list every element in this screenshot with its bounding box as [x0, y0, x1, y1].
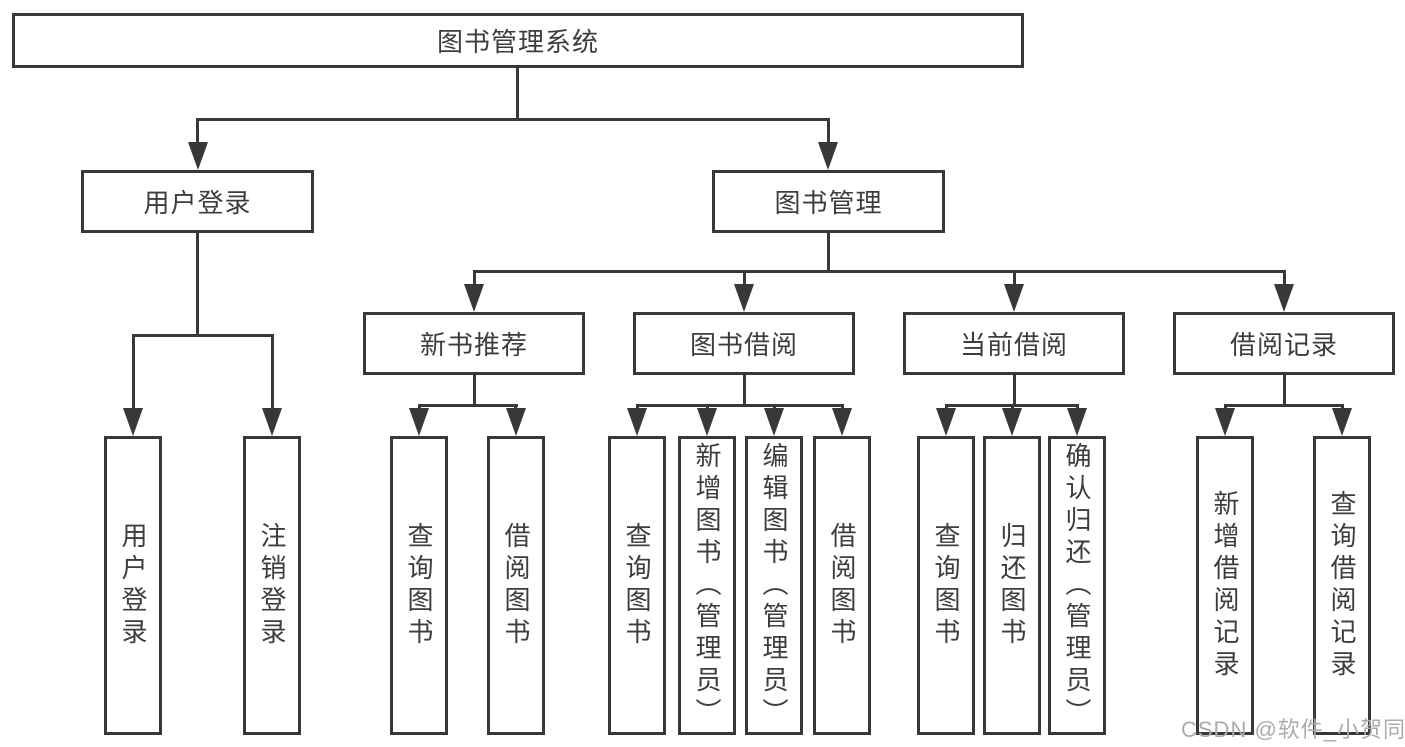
leaf-label: 编辑图书（管理员） — [759, 441, 789, 730]
arrow-down-icon — [506, 408, 526, 436]
edge-user-login-stem — [196, 233, 199, 337]
edge-current-stem — [1013, 375, 1016, 407]
arrow-down-icon — [1067, 408, 1087, 436]
leaf-add-borrow-record: 新增借阅记录 — [1196, 436, 1254, 735]
node-label: 用户登录 — [143, 188, 252, 218]
leaf-label: 注销登录 — [257, 521, 287, 650]
edge-level2-bus — [196, 118, 830, 121]
leaf-label: 借阅图书 — [827, 521, 857, 650]
edge-drop-new-book — [473, 270, 476, 286]
node-label: 图书管理系统 — [436, 27, 599, 57]
edge-drop-leaf — [271, 334, 274, 412]
arrow-down-icon — [1332, 408, 1352, 436]
edge-newrec-bus — [418, 404, 518, 407]
edge-drop-borrow-records — [1283, 270, 1286, 286]
edge-borrow-bus — [636, 404, 844, 407]
arrow-down-icon — [1002, 408, 1022, 436]
edge-newrec-stem — [473, 375, 476, 407]
leaf-add-book-admin: 新增图书（管理员） — [678, 436, 736, 735]
leaf-label: 查询图书 — [622, 521, 652, 650]
edge-records-stem — [1283, 375, 1286, 407]
node-book-borrowing: 图书借阅 — [633, 312, 855, 375]
leaf-confirm-return-admin: 确认归还（管理员） — [1048, 436, 1106, 735]
edge-user-login-bus — [132, 334, 274, 337]
node-label: 借阅记录 — [1229, 330, 1338, 360]
arrow-down-icon — [1274, 284, 1294, 312]
leaf-label: 用户登录 — [118, 521, 148, 650]
node-user-login: 用户登录 — [81, 170, 314, 233]
leaf-label: 查询图书 — [404, 521, 434, 650]
edge-book-management-stem — [827, 233, 830, 273]
node-label: 图书借阅 — [689, 330, 798, 360]
arrow-down-icon — [409, 408, 429, 436]
node-label: 当前借阅 — [959, 330, 1068, 360]
arrow-down-icon — [188, 142, 208, 170]
edge-borrow-stem — [743, 375, 746, 407]
node-book-management: 图书管理 — [712, 170, 945, 233]
arrow-down-icon — [818, 142, 838, 170]
leaf-query-books-borrow: 查询图书 — [608, 436, 666, 735]
node-current-borrowing: 当前借阅 — [903, 312, 1125, 375]
leaf-logout: 注销登录 — [243, 436, 301, 735]
arrow-down-icon — [262, 408, 282, 436]
arrow-down-icon — [627, 408, 647, 436]
arrow-down-icon — [832, 408, 852, 436]
node-borrowing-records: 借阅记录 — [1173, 312, 1395, 375]
leaf-query-borrow-record: 查询借阅记录 — [1313, 436, 1371, 735]
node-book-management-system: 图书管理系统 — [12, 13, 1024, 68]
arrow-down-icon — [464, 284, 484, 312]
arrow-down-icon — [1004, 284, 1024, 312]
leaf-label: 归还图书 — [997, 521, 1027, 650]
arrow-down-icon — [764, 408, 784, 436]
node-new-book-recommend: 新书推荐 — [363, 312, 585, 375]
arrow-down-icon — [1215, 408, 1235, 436]
edge-root-stem — [516, 66, 519, 121]
watermark: CSDN @软件_小贺同学 — [1181, 717, 1405, 742]
leaf-label: 新增图书（管理员） — [692, 441, 722, 730]
edge-drop-current-borrow — [1013, 270, 1016, 286]
edge-drop-user-login — [196, 118, 199, 144]
leaf-query-books-newrec: 查询图书 — [390, 436, 448, 735]
leaf-edit-book-admin: 编辑图书（管理员） — [745, 436, 803, 735]
edge-drop-book-management — [827, 118, 830, 144]
leaf-borrow-books-borrow: 借阅图书 — [813, 436, 871, 735]
leaf-label: 借阅图书 — [501, 521, 531, 650]
arrow-down-icon — [936, 408, 956, 436]
edge-level3-bus — [473, 270, 1285, 273]
leaf-user-login: 用户登录 — [104, 436, 162, 735]
leaf-label: 确认归还（管理员） — [1062, 441, 1092, 730]
edge-drop-leaf — [132, 334, 135, 412]
leaf-borrow-books-newrec: 借阅图书 — [487, 436, 545, 735]
leaf-query-books-current: 查询图书 — [917, 436, 975, 735]
arrow-down-icon — [734, 284, 754, 312]
edge-records-bus — [1224, 404, 1343, 407]
arrow-down-icon — [697, 408, 717, 436]
leaf-label: 查询借阅记录 — [1327, 489, 1357, 682]
node-label: 新书推荐 — [419, 330, 528, 360]
leaf-label: 查询图书 — [931, 521, 961, 650]
leaf-label: 新增借阅记录 — [1210, 489, 1240, 682]
arrow-down-icon — [123, 408, 143, 436]
node-label: 图书管理 — [774, 188, 883, 218]
leaf-return-book: 归还图书 — [983, 436, 1041, 735]
edge-drop-book-borrow — [743, 270, 746, 286]
